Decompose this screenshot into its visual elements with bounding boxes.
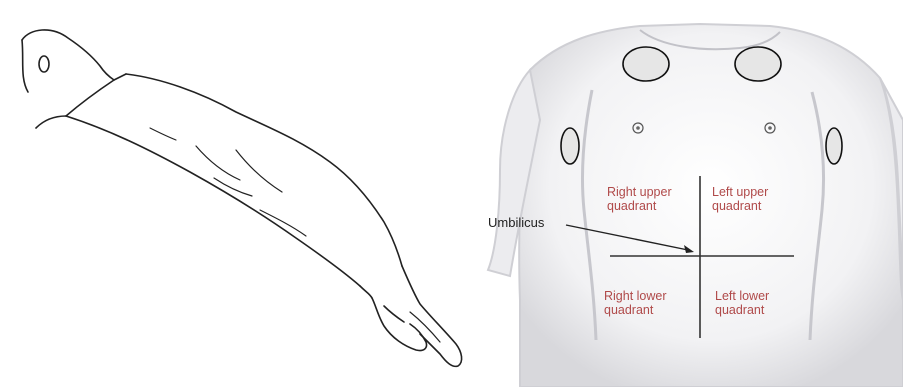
- quadrant-left-lower-line1: Left lower: [715, 289, 769, 303]
- quadrant-left-lower-line2: quadrant: [715, 303, 765, 317]
- arm-sleeve-edge: [66, 74, 126, 116]
- torso-diagram: Umbilicus Right upper quadrant Left uppe…: [488, 24, 903, 387]
- quadrant-right-upper-line2: quadrant: [607, 199, 657, 213]
- arm-lower-edge: [66, 116, 360, 286]
- quadrant-left-lower-label: Left lower quadrant: [715, 289, 773, 317]
- site-chest-left: [735, 47, 781, 81]
- arm-muscle-1: [196, 146, 240, 180]
- quadrant-right-lower-line2: quadrant: [604, 303, 654, 317]
- arm-shoulder-inner: [22, 40, 28, 92]
- hand-thumb: [384, 306, 404, 322]
- quadrant-right-upper-line1: Right upper: [607, 185, 672, 199]
- site-chest-right: [623, 47, 669, 81]
- arm-upper-edge: [126, 74, 402, 266]
- hand-palm: [372, 298, 427, 351]
- hand-outline: [402, 266, 462, 366]
- quadrant-left-upper-line2: quadrant: [712, 199, 762, 213]
- arm-muscle-4: [260, 210, 306, 236]
- quadrant-left-upper-line1: Left upper: [712, 185, 768, 199]
- arm-muscle-2: [214, 178, 252, 196]
- umbilicus-label: Umbilicus: [488, 215, 545, 230]
- arm-muscle-5: [150, 128, 176, 140]
- arm-shoulder-outline: [22, 30, 114, 80]
- arm-muscle-3: [236, 150, 282, 192]
- shoulder-mark: [39, 56, 49, 72]
- arm-sleeve-left: [36, 116, 66, 128]
- site-arm-left: [826, 128, 842, 164]
- arm-sketch: [22, 30, 462, 366]
- site-arm-right: [561, 128, 579, 164]
- quadrant-right-lower-line1: Right lower: [604, 289, 667, 303]
- arm-wrist: [360, 286, 372, 298]
